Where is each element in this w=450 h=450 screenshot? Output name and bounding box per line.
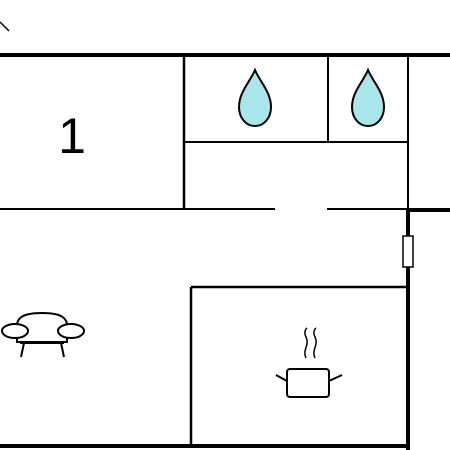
water-drop-icon <box>350 67 386 128</box>
room-number-label: 1 <box>58 108 86 164</box>
corner-fragment <box>0 21 10 32</box>
cooking-pot-icon <box>275 327 343 398</box>
water-drop-icon <box>237 67 273 128</box>
sofa-icon <box>1 311 85 358</box>
walls <box>0 21 450 450</box>
window <box>402 235 414 268</box>
